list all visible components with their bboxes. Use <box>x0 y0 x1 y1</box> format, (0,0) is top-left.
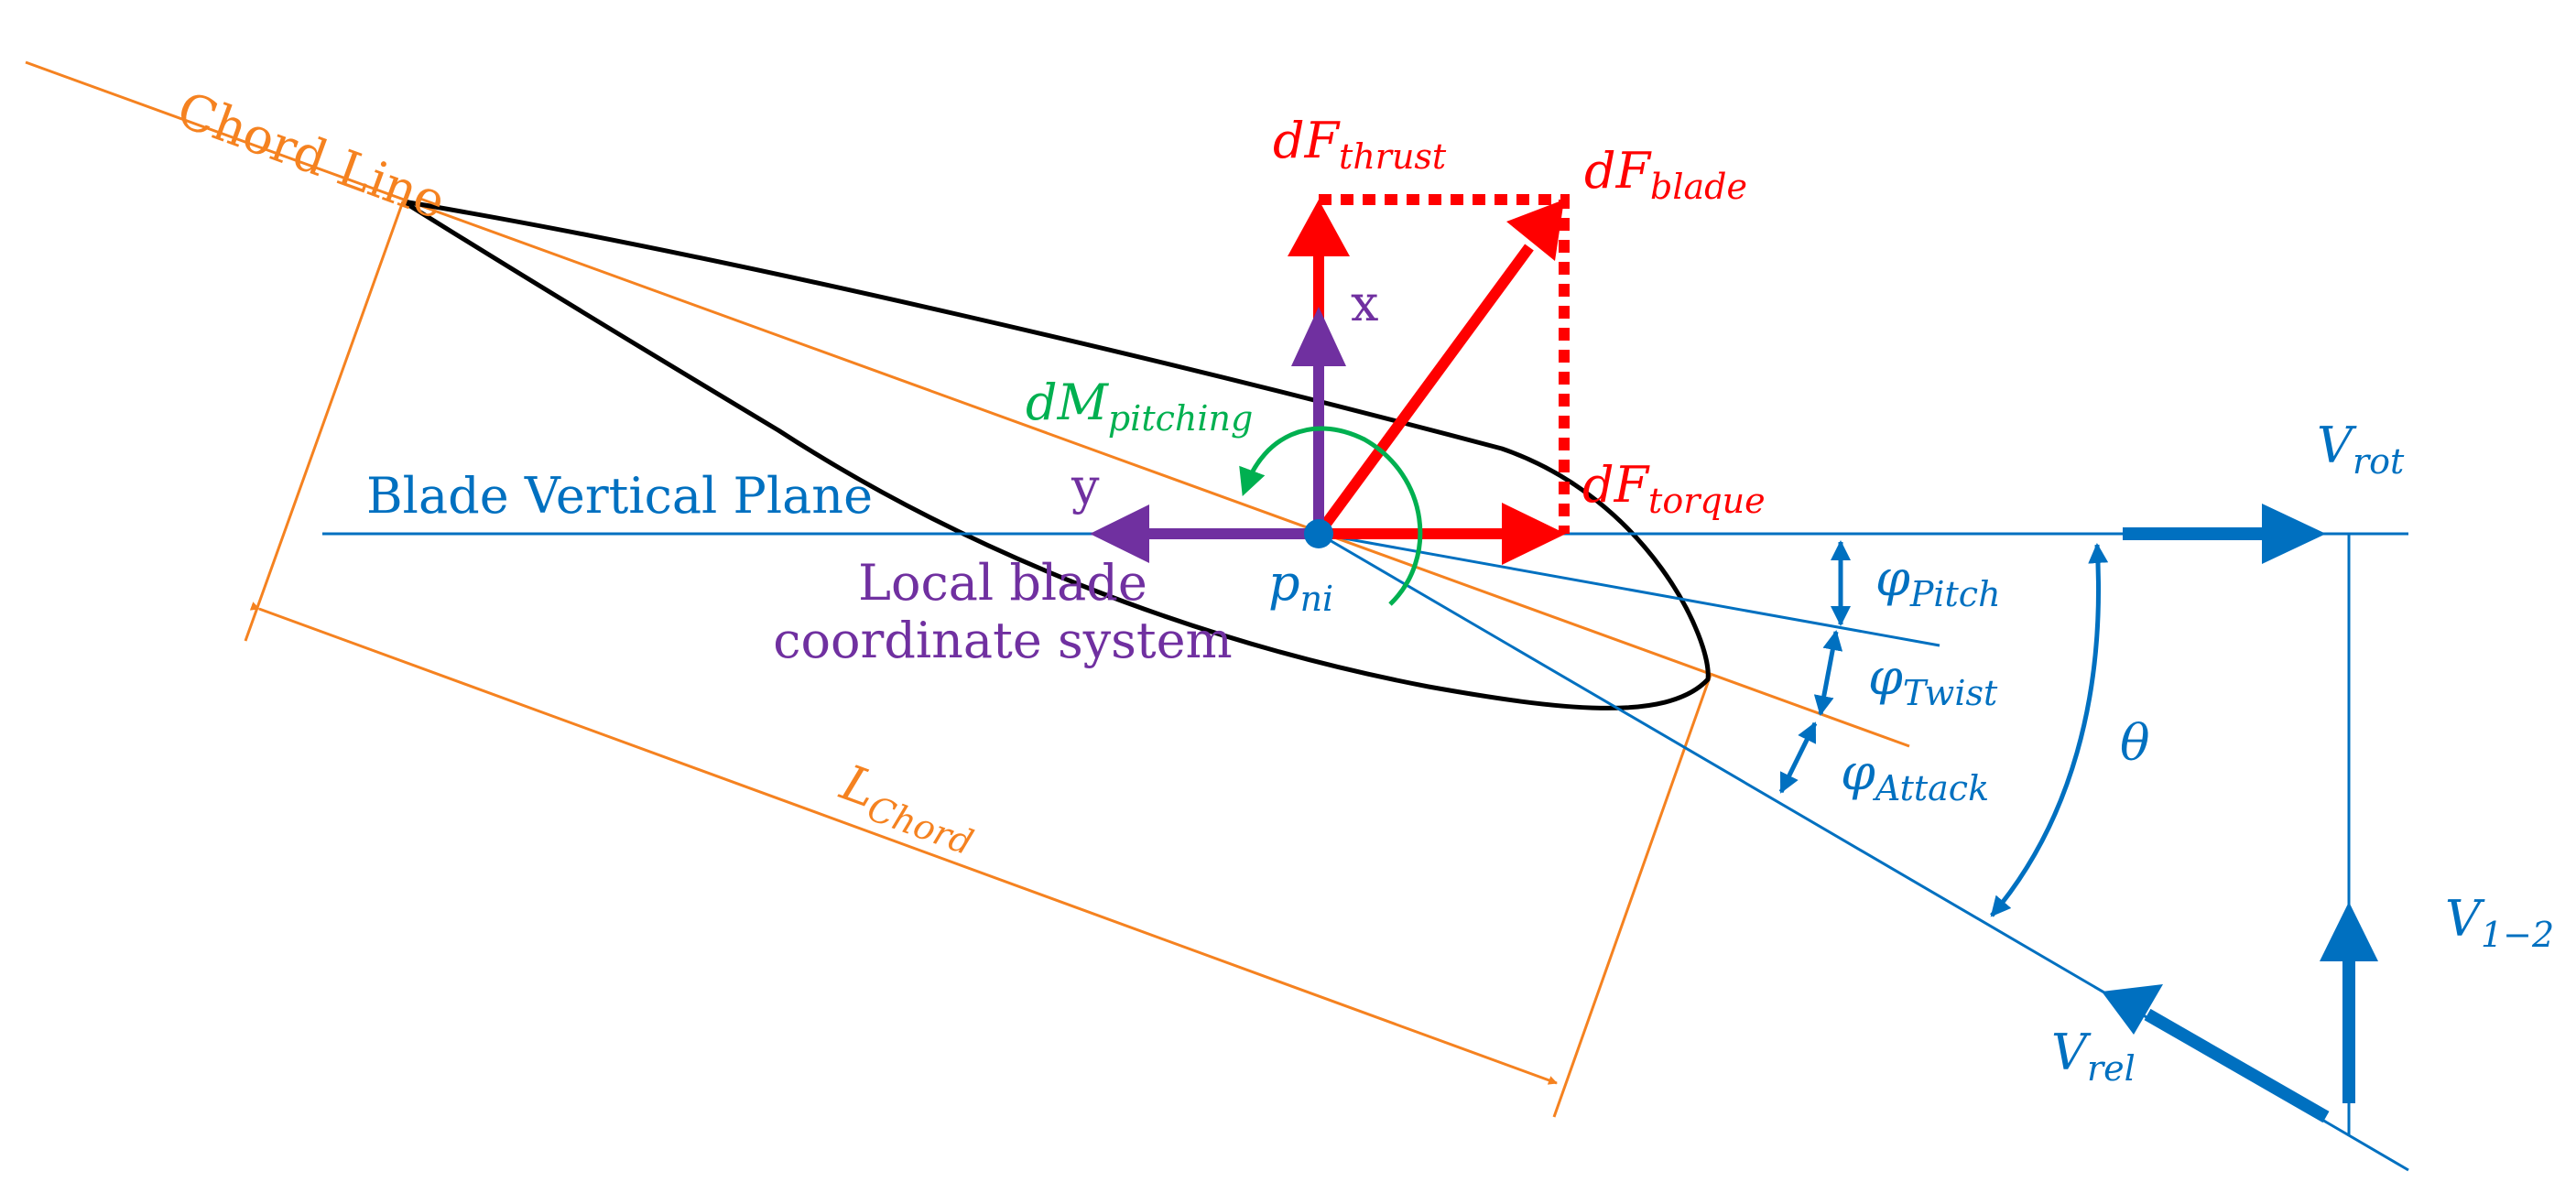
thrust-force-sub: thrust <box>1339 136 1447 177</box>
v-12-main: V <box>2445 890 2485 948</box>
phi-twist-arrow <box>1813 630 1843 716</box>
thrust-force-main: dF <box>1273 112 1342 169</box>
v-12-label: V1−2 <box>2445 890 2554 955</box>
force-dotted-box <box>1319 194 1570 534</box>
phi-twist-main: φ <box>1868 648 1903 706</box>
v-rot-label: Vrot <box>2317 417 2405 482</box>
blade-force-label: dFblade <box>1584 142 1747 207</box>
chord-line-label: Chord Line <box>170 81 453 231</box>
local-x-axis-label: x <box>1351 275 1378 332</box>
theta-label: θ <box>2120 714 2150 772</box>
phi-attack-main: φ <box>1841 743 1875 801</box>
torque-force-label: dFtorque <box>1582 456 1766 521</box>
phi-pitch-sub: Pitch <box>1909 574 2001 614</box>
local-y-axis-label: y <box>1071 458 1100 515</box>
reference-point-sub: ni <box>1300 579 1334 619</box>
phi-attack-arrow <box>1778 721 1818 794</box>
airfoil-outline <box>401 199 1711 710</box>
pitching-moment-label: dMpitching <box>1026 374 1253 439</box>
v-rel-arrowhead <box>2102 984 2163 1035</box>
phi-twist-label: φTwist <box>1868 648 1998 713</box>
v-rel-arrow-shaft <box>2144 1008 2330 1123</box>
torque-force-sub: torque <box>1648 481 1766 521</box>
reference-point-main: p <box>1268 554 1300 612</box>
v-rel-sub: rel <box>2087 1048 2136 1089</box>
phi-pitch-main: φ <box>1875 549 1910 607</box>
v-12-sub: 1−2 <box>2481 915 2554 955</box>
chord-line <box>25 60 1910 748</box>
v-rot-sub: rot <box>2353 441 2405 482</box>
v-rel-label: Vrel <box>2051 1024 2136 1089</box>
local-system-label-2: coordinate system <box>773 612 1233 669</box>
reference-point-label: pni <box>1268 554 1333 619</box>
theta-arc-arrow <box>1990 543 2109 917</box>
reference-point-pni <box>1304 519 1333 548</box>
chord-extension-trailing <box>1552 674 1712 1118</box>
v-12-arrowhead <box>2320 902 2378 961</box>
v-rot-main: V <box>2317 417 2357 474</box>
blade-vertical-plane-label: Blade Vertical Plane <box>366 467 873 525</box>
v-rel-main: V <box>2051 1024 2092 1081</box>
local-y-axis-arrowhead <box>1090 504 1149 563</box>
pitch-line <box>1318 532 1940 647</box>
local-x-axis-arrowhead <box>1291 307 1346 366</box>
local-system-label-1: Local blade <box>858 554 1147 612</box>
thrust-force-label: dFthrust <box>1273 112 1447 177</box>
torque-force-arrowhead <box>1502 503 1566 565</box>
phi-pitch-label: φPitch <box>1875 549 2001 614</box>
phi-twist-sub: Twist <box>1903 673 1998 713</box>
phi-attack-sub: Attack <box>1873 768 1989 808</box>
pitching-moment-arc <box>1239 426 1423 606</box>
torque-force-main: dF <box>1582 456 1651 514</box>
blade-force-arrowhead <box>1506 200 1564 261</box>
chord-extension-leading <box>244 201 405 642</box>
v-rot-arrowhead <box>2262 504 2326 564</box>
pitching-moment-sub: pitching <box>1108 398 1253 439</box>
blade-force-shaft <box>1314 244 1534 537</box>
blade-force-sub: blade <box>1650 167 1747 207</box>
blade-force-main: dF <box>1584 142 1653 200</box>
chord-length-dimension <box>249 602 1558 1085</box>
thrust-force-arrowhead <box>1288 200 1350 256</box>
phi-attack-label: φAttack <box>1841 743 1989 808</box>
pitching-moment-main: dM <box>1026 374 1110 431</box>
